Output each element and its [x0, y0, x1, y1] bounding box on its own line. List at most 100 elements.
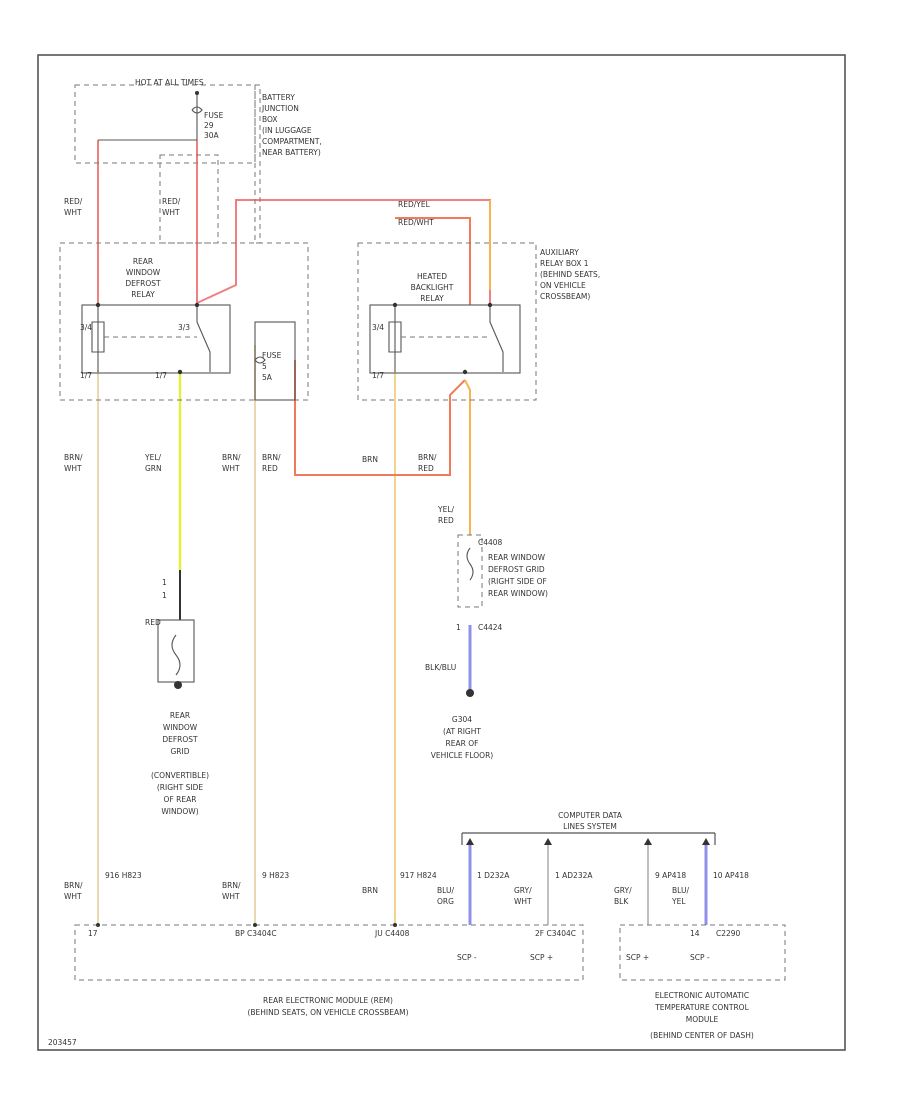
label-red-left: RED: [145, 618, 161, 627]
label-bjb-2: BOX: [262, 115, 278, 124]
label-rwdg-1: DEFROST GRID: [488, 565, 545, 574]
label-g304-2: REAR OF: [446, 739, 479, 748]
label-yel-grn-a: YEL/: [144, 453, 161, 462]
relay-right-coil: [388, 305, 402, 372]
label-pin-la1: 3/4: [80, 323, 92, 332]
label-red-wht-1a: RED/: [64, 197, 83, 206]
conn-node-3: [393, 923, 397, 927]
label-rem-0: REAR ELECTRONIC MODULE (REM): [263, 996, 393, 1005]
label-red-wht-2b: WHT: [162, 208, 180, 217]
label-c4424: C4424: [478, 623, 503, 632]
label-pin-la2: 3/3: [178, 323, 190, 332]
label-pin-la3: 1/7: [80, 371, 92, 380]
label-brn-wht-2a: BRN/: [222, 453, 241, 462]
label-brn-red-2a: BRN/: [418, 453, 437, 462]
label-c4408: C4408: [478, 538, 503, 547]
label-aux-0: AUXILIARY: [540, 248, 579, 257]
label-aux-3: ON VEHICLE: [540, 281, 586, 290]
label-eatc-3: (BEHIND CENTER OF DASH): [650, 1031, 754, 1040]
label-g304-0: G304: [452, 715, 472, 724]
conn-node-1: [96, 923, 100, 927]
label-rwdgc-6: OF REAR: [164, 795, 197, 804]
label-conn-right-pin: 14: [690, 929, 700, 938]
label-bjb-3: (IN LUGGAGE: [262, 126, 312, 135]
label-g304-1: (AT RIGHT: [443, 727, 481, 736]
label-bjb-1: JUNCTION: [261, 104, 299, 113]
conn-node-2: [253, 923, 257, 927]
label-brn-wht-2b: WHT: [222, 464, 240, 473]
label-wire-916: 916 H823: [105, 871, 142, 880]
label-wire-10: 10 AP418: [713, 871, 749, 880]
label-rwdgc-7: WINDOW): [161, 807, 198, 816]
labels: HOT AT ALL TIMES FUSE 29 30A BATTERY JUN…: [48, 78, 754, 1047]
label-hbr-0: HEATED: [417, 272, 447, 281]
fuse-29-symbol: [191, 95, 203, 140]
aux-relay-box-left: [59, 242, 309, 401]
relay-right-terminal-2: [487, 302, 493, 308]
label-fuse29-0: FUSE: [204, 111, 224, 120]
label-cdl-1: LINES SYSTEM: [563, 822, 617, 831]
label-fuse29-2: 30A: [204, 131, 220, 140]
label-rwdgc-1: WINDOW: [163, 723, 198, 732]
fuse-5-box: [254, 321, 296, 401]
label-bjb-4: COMPARTMENT,: [262, 137, 322, 146]
label-blu-yel-b: YEL: [671, 897, 686, 906]
label-yel-red-a: YEL/: [437, 505, 454, 514]
label-rwdg-3: REAR WINDOW): [488, 589, 548, 598]
label-conn-right: C2290: [716, 929, 741, 938]
wire-red-wht-top: [395, 217, 471, 305]
label-wire-914: 9 H823: [262, 871, 289, 880]
label-pin-1a: 1: [456, 623, 461, 632]
label-brn: BRN: [362, 455, 378, 464]
label-rwdr-2: DEFROST: [125, 279, 161, 288]
label-blu-yel-a: BLU/: [672, 886, 689, 895]
label-eatc-1: TEMPERATURE CONTROL: [654, 1003, 749, 1012]
diagram-frame: [37, 54, 846, 1051]
label-wire-9: 9 AP418: [655, 871, 686, 880]
label-brn-wht-4a: BRN/: [222, 881, 241, 890]
label-rwdg-2: (RIGHT SIDE OF: [488, 577, 547, 586]
ground-left: [174, 681, 182, 689]
label-rwdgc-3: GRID: [170, 747, 189, 756]
label-conn-ju: JU C4408: [374, 929, 410, 938]
label-gry-blk-b: BLK: [614, 897, 629, 906]
relay-right-terminal-3: [462, 369, 468, 375]
label-fuse5-0: FUSE: [262, 351, 282, 360]
battery-box-extension: [254, 84, 261, 244]
label-rwdgc-4: (CONVERTIBLE): [151, 771, 209, 780]
label-conn-17: 17: [88, 929, 98, 938]
label-red-wht-2a: RED/: [162, 197, 181, 206]
label-wire-1d: 1 D232A: [477, 871, 510, 880]
aux-relay-box-right: [357, 242, 537, 401]
label-g304-3: VEHICLE FLOOR): [431, 751, 494, 760]
label-scp-minus-1: SCP -: [457, 953, 477, 962]
label-pin-1b: 1: [162, 578, 167, 587]
label-hbr-1: BACKLIGHT: [411, 283, 454, 292]
label-aux-2: (BEHIND SEATS,: [540, 270, 600, 279]
label-gry-wht-a: GRY/: [514, 886, 532, 895]
label-figure-code: 203457: [48, 1038, 77, 1047]
label-brn-wht-4b: WHT: [222, 892, 240, 901]
wires: [97, 140, 716, 925]
label-yel-grn-b: GRN: [145, 464, 162, 473]
label-pin-ra1: 3/4: [372, 323, 384, 332]
label-cdl-0: COMPUTER DATA: [558, 811, 623, 820]
label-fuse5-1: 5: [262, 362, 267, 371]
heated-backlight-relay: [369, 304, 521, 374]
relay-left-terminal-3: [177, 369, 183, 375]
label-fuse29-1: 29: [204, 121, 214, 130]
label-gry-blk-a: GRY/: [614, 886, 632, 895]
label-rem-1: (BEHIND SEATS, ON VEHICLE CROSSBEAM): [247, 1008, 408, 1017]
label-yel-red-b: RED: [438, 516, 454, 525]
label-rwdgc-5: (RIGHT SIDE: [157, 783, 204, 792]
label-eatc-0: ELECTRONIC AUTOMATIC: [655, 991, 749, 1000]
rear-electronic-module: [74, 924, 584, 981]
label-blu-org-a: BLU/: [437, 886, 454, 895]
label-hbr-2: RELAY: [420, 294, 444, 303]
label-rwdgc-2: DEFROST: [162, 735, 198, 744]
label-bjb-0: BATTERY: [262, 93, 295, 102]
label-brn-red-1b: RED: [262, 464, 278, 473]
label-gry-wht-b: WHT: [514, 897, 532, 906]
label-rwdgc-0: REAR: [170, 711, 190, 720]
